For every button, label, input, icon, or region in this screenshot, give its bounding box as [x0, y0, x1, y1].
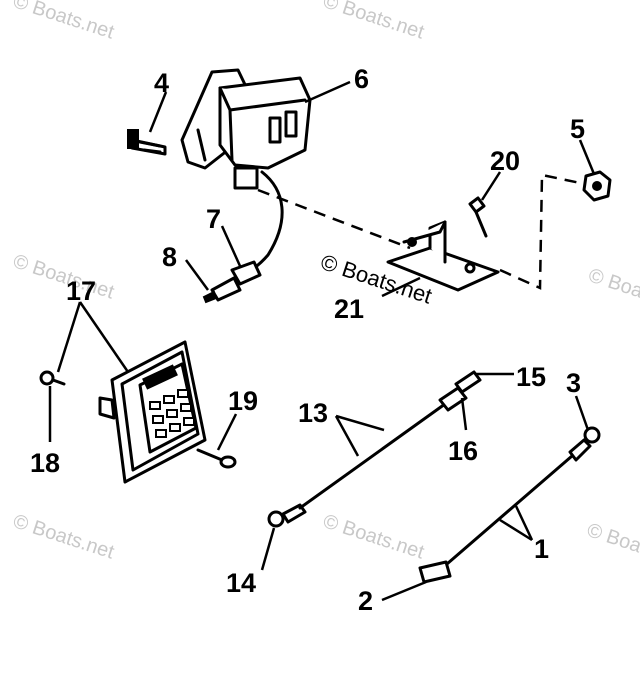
callout-7: 7: [206, 204, 221, 234]
callout-6: 6: [354, 64, 369, 94]
leader-line: [514, 505, 534, 541]
leader-line: [334, 415, 360, 457]
callout-14: 14: [226, 568, 256, 598]
cable-part-1: [418, 426, 601, 584]
leader-line: [78, 301, 130, 373]
callout-4: 4: [154, 68, 169, 98]
callout-13: 13: [298, 398, 328, 428]
callout-21: 21: [334, 294, 364, 324]
screw-part-19: [196, 448, 237, 469]
leader-line: [220, 225, 242, 267]
leader-line: [260, 527, 276, 571]
relay-module-part: [180, 68, 312, 190]
leader-line: [499, 518, 533, 542]
leader-line: [56, 301, 82, 373]
watermark: © Boats.net: [584, 519, 640, 572]
callout-1: 1: [534, 534, 549, 564]
switch-panel-part-17: [98, 340, 207, 484]
cable-part-13: [267, 370, 482, 528]
watermark: © Boats.net: [10, 250, 117, 303]
lead-wire-part-7: [202, 170, 284, 304]
leader-line: [480, 171, 502, 201]
leader-line: [304, 80, 351, 104]
screw-part-20: [468, 196, 488, 238]
watermark: © Boats.net: [10, 510, 117, 563]
callout-2: 2: [358, 586, 373, 616]
callout-8: 8: [162, 242, 177, 272]
callout-15: 15: [516, 362, 546, 392]
bracket-part-21: [386, 220, 500, 292]
leader-line: [381, 276, 421, 298]
leader-line: [578, 139, 596, 175]
watermark: © Boats.net: [586, 264, 640, 317]
leader-line: [335, 414, 385, 432]
leader-line: [148, 91, 168, 133]
leader-line: [216, 413, 238, 451]
callout-3: 3: [566, 368, 581, 398]
dashed-alignment-line: [499, 173, 591, 290]
leader-line: [381, 580, 427, 602]
leader-line: [460, 397, 468, 431]
callout-19: 19: [228, 386, 258, 416]
callout-16: 16: [448, 436, 478, 466]
dashed-alignment-line: [257, 188, 411, 250]
screw-part-4: [127, 129, 167, 156]
watermark: © Boats.net: [320, 0, 427, 44]
nut-part-5: [582, 170, 612, 202]
screw-part-18: [39, 370, 66, 386]
leader-line: [574, 395, 590, 431]
leader-line: [184, 259, 210, 291]
callout-18: 18: [30, 448, 60, 478]
watermark: © Boats.net: [10, 0, 117, 44]
callout-5: 5: [570, 114, 585, 144]
callout-20: 20: [490, 146, 520, 176]
callout-17: 17: [66, 276, 96, 306]
watermark: © Boats.net: [320, 510, 427, 563]
